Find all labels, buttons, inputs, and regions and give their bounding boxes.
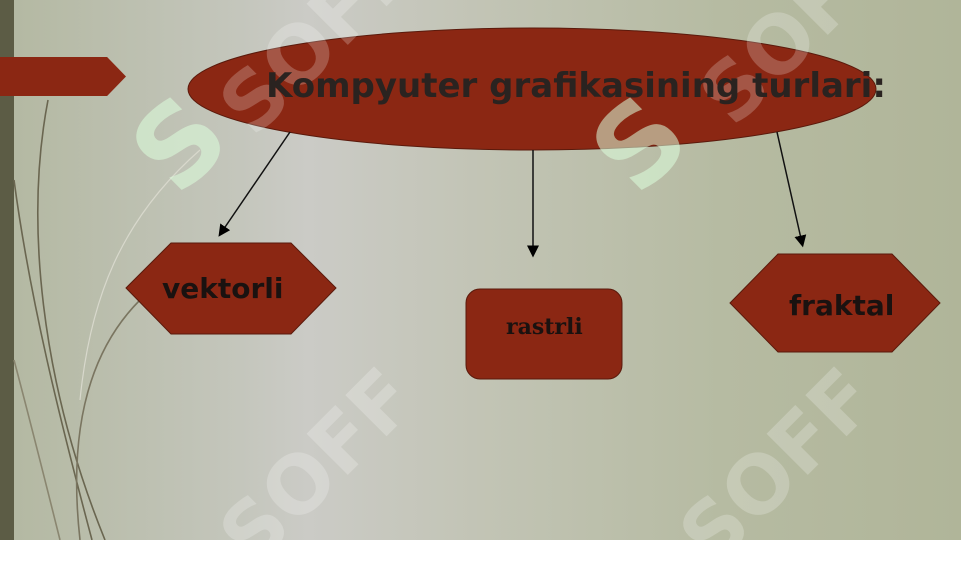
slide-background: S SOFF S SOFF SOFF SOFF Kompyuter grafik… [0, 0, 961, 540]
node-fraktal-label: fraktal [789, 289, 895, 322]
node-vektorli-label: vektorli [162, 272, 284, 305]
diagram-title: Kompyuter grafikasining turlari: [266, 66, 886, 106]
connector-to-fraktal [776, 131, 807, 248]
node-fraktal-shape [729, 253, 941, 353]
left-accent-bar [0, 0, 14, 540]
diagram-canvas [13, 27, 941, 540]
node-vektorli-shape [125, 242, 337, 335]
connector-to-vektorli [218, 131, 291, 237]
header-arrow-shape [0, 57, 126, 96]
node-rastrli-shape [465, 288, 623, 380]
node-rastrli-label: rastrli [506, 314, 583, 340]
decorative-swirl-lines [13, 99, 201, 540]
title-ellipse [187, 27, 877, 151]
